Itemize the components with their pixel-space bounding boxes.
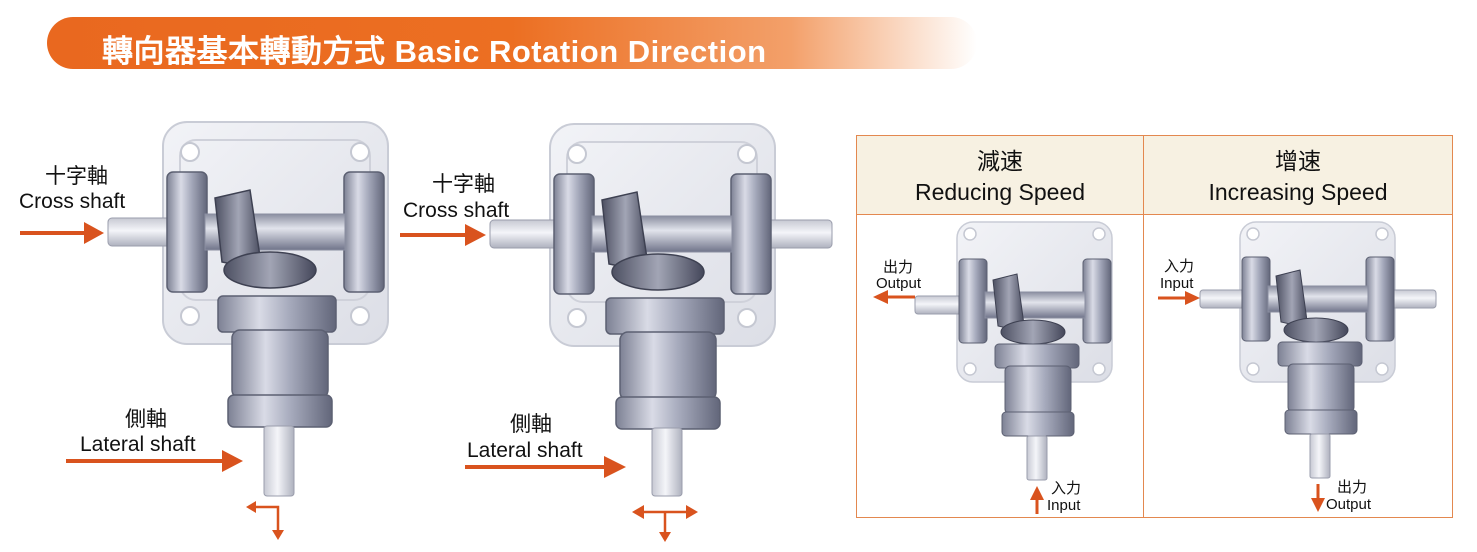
cross-shaft-label-zh-2: 十字軸 [432,173,495,196]
increasing-speed-diagram [1158,221,1437,512]
reducing-output-label-en: Output [876,275,922,292]
reducing-header-en: Reducing Speed [914,179,1086,205]
speed-mode-table: 減速 Reducing Speed 增速 Increasing Speed [856,135,1453,518]
gearbox-diagram-1 [20,121,389,540]
gearbox-diagram-2 [400,123,833,542]
reducing-speed-header: 減速 Reducing Speed [857,146,1143,208]
reducing-input-label-en: Input [1047,497,1081,514]
lateral-shaft-label-en-2: Lateral shaft [467,439,583,462]
increasing-header-en: Increasing Speed [1208,179,1388,205]
table-header-row [857,136,1452,215]
cross-shaft-label-en-2: Cross shaft [403,199,510,222]
reducing-speed-diagram [873,221,1113,514]
increasing-output-label-zh: 出力 [1337,479,1368,496]
increasing-output-label-en: Output [1326,496,1372,513]
reducing-output-label-zh: 出力 [883,259,914,276]
cross-shaft-label-en-1: Cross shaft [19,190,126,213]
section-banner: 轉向器基本轉動方式 Basic Rotation Direction [47,17,977,69]
increasing-header-zh: 增速 [1275,148,1321,174]
increasing-input-label-en: Input [1160,275,1194,292]
lateral-shaft-label-zh-1: 側軸 [125,408,167,431]
increasing-speed-header: 增速 Increasing Speed [1144,146,1452,208]
increasing-input-label-zh: 入力 [1164,258,1195,275]
reducing-input-label-zh: 入力 [1051,480,1082,497]
lateral-shaft-label-en-1: Lateral shaft [80,433,196,456]
table-column-divider [1143,136,1144,517]
cross-shaft-label-zh-1: 十字軸 [45,165,108,188]
section-title: 轉向器基本轉動方式 Basic Rotation Direction [102,34,767,69]
reducing-header-zh: 減速 [977,148,1023,174]
lateral-shaft-label-zh-2: 側軸 [510,413,552,436]
